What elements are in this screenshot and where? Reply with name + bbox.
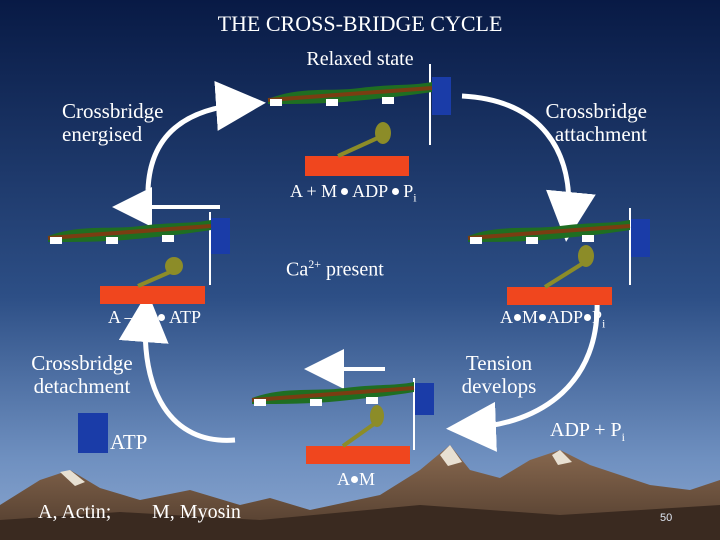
bond-dot <box>514 314 521 322</box>
eq-relaxed-b: ADP <box>352 181 389 201</box>
z-disc <box>414 383 434 415</box>
eq-amadppi-b: M <box>522 307 539 327</box>
eq-adppi-a: ADP + P <box>550 419 622 441</box>
attachment-line-2: attachment <box>554 122 647 146</box>
energised-line-2: energised <box>62 122 143 146</box>
eq-amatp-b: ATP <box>169 307 202 327</box>
eq-amadppi-a: A <box>500 307 513 327</box>
ca-sup: 2+ <box>308 257 321 271</box>
atp-label: ATP <box>110 430 148 454</box>
attachment-label: Crossbridge attachment <box>500 99 648 146</box>
tension-label: Tension develops <box>440 352 558 398</box>
myosin-head <box>165 257 183 275</box>
sarcomere-energised <box>47 212 230 304</box>
cycle-arrow-to-energised <box>145 81 266 191</box>
myosin-head <box>370 405 384 427</box>
attachment-line-1: Crossbridge <box>545 99 648 123</box>
sarcomere-relaxed <box>267 64 451 176</box>
sarcomere-attached <box>467 208 650 305</box>
eq-amadppi-d-sub: i <box>602 316 606 331</box>
myosin-neck <box>337 134 383 158</box>
bond-dot <box>539 314 547 322</box>
detachment-line-1: Crossbridge <box>31 351 133 375</box>
thick-filament <box>305 156 409 176</box>
thick-filament <box>100 286 205 304</box>
tension-line-1: Tension <box>465 351 533 375</box>
cycle-arrow-to-tension <box>446 299 600 452</box>
page-number: 50 <box>660 512 673 524</box>
energised-line-1: Crossbridge <box>62 99 164 123</box>
cycle-arrow-to-detachment <box>118 292 236 443</box>
detachment-label: Crossbridge detachment <box>12 352 152 398</box>
eq-am-b: M <box>359 469 376 489</box>
myosin-head <box>375 122 391 144</box>
thick-filament <box>507 287 612 305</box>
z-disc <box>630 219 650 257</box>
ca-base: Ca <box>286 258 309 281</box>
bond-dot <box>392 188 400 196</box>
myosin-head <box>578 245 594 267</box>
legend-myosin: M, Myosin <box>152 501 241 523</box>
z-disc <box>432 77 451 115</box>
eq-am-a: A <box>337 469 350 489</box>
sarcomere-power-stroke <box>251 378 434 464</box>
bond-dot <box>158 314 166 322</box>
eq-relaxed-c: P <box>403 181 414 201</box>
tension-line-2: develops <box>461 374 537 398</box>
am-atp-label: A – M ATP <box>108 308 201 326</box>
cycle-arrow-to-attachment <box>461 93 596 242</box>
eq-amadppi-d: P <box>592 307 603 327</box>
legend-actin: A, Actin; <box>38 501 112 523</box>
eq-relaxed-a: A + M <box>290 181 338 201</box>
z-disc <box>211 218 230 254</box>
myosin-neck <box>543 260 587 289</box>
myosin-neck <box>137 270 171 288</box>
bond-dot <box>584 314 592 322</box>
thick-filament <box>306 446 410 464</box>
eq-adppi-sub: i <box>621 430 626 444</box>
eq-amadppi-c: ADP <box>547 307 584 327</box>
eq-relaxed-c-sub: i <box>413 190 417 205</box>
eq-amatp-a: A – M <box>108 307 155 327</box>
bond-dot <box>341 188 349 196</box>
adp-pi-label: ADP + Pi <box>550 420 625 443</box>
myosin-neck <box>341 422 376 448</box>
page-title: THE CROSS-BRIDGE CYCLE <box>217 11 503 36</box>
relaxed-equation: A + M ADP Pi <box>290 182 417 204</box>
relaxed-state-label: Relaxed state <box>306 48 414 70</box>
ca-rest: present <box>321 258 384 281</box>
calcium-label: Ca2+ present <box>286 258 384 280</box>
bond-dot <box>351 476 358 484</box>
atp-block <box>78 413 108 453</box>
energised-label: Crossbridge energised <box>62 100 164 146</box>
detachment-line-2: detachment <box>33 374 131 398</box>
